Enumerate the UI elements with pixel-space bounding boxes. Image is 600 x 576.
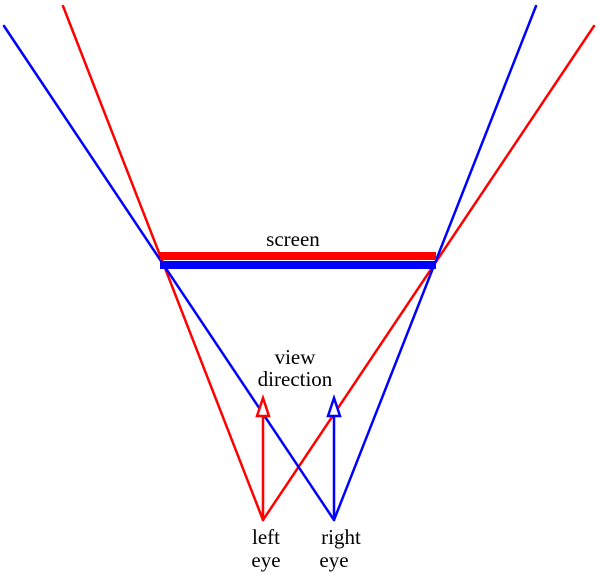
right-eye-ray-left-edge [2, 24, 336, 522]
right-view-direction-arrow [326, 394, 342, 520]
view-direction-label-line2: direction [258, 367, 333, 391]
left-eye-ray-right-edge [261, 24, 596, 522]
left-view-arrow-head [255, 394, 271, 418]
left-eye-label-line2: eye [251, 548, 280, 572]
left-view-direction-arrow [255, 394, 271, 520]
right-view-arrow-head [326, 394, 342, 418]
view-direction-label-line1: view [275, 345, 317, 369]
screen-label: screen [266, 227, 320, 251]
left-eye-label-line1: left [252, 525, 280, 549]
right-eye-label-line2: eye [319, 548, 348, 572]
screen-bar-left-eye [160, 252, 436, 260]
screen-bar-right-eye [160, 261, 436, 269]
right-eye-label-line1: right [321, 525, 361, 549]
